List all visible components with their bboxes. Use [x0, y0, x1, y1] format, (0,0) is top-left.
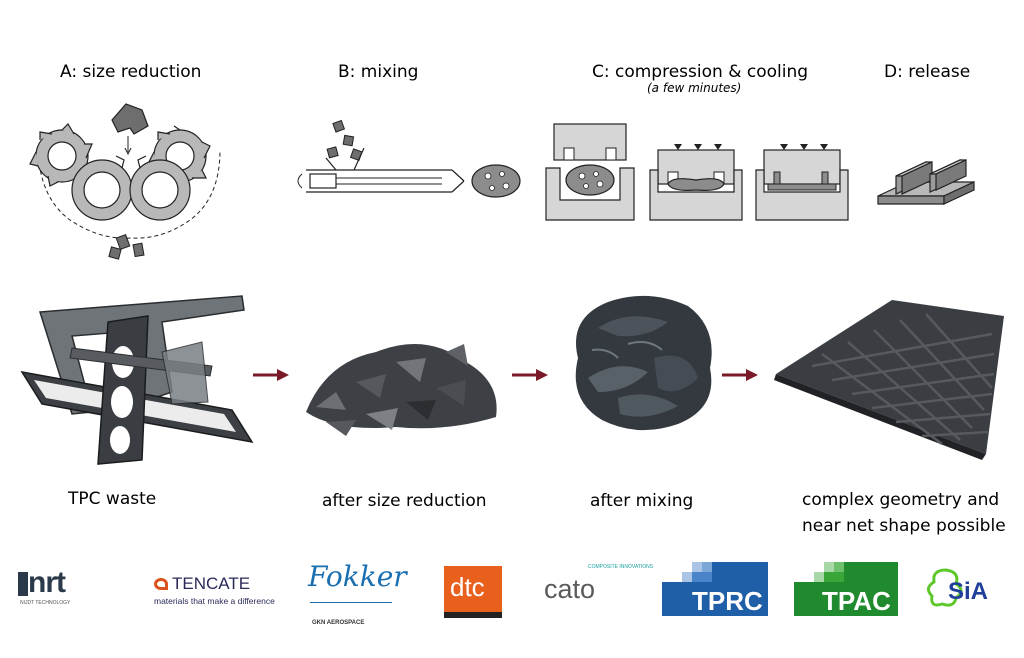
- caption-complex-geometry: complex geometry and: [802, 490, 1000, 510]
- caption-after-mixing: after mixing: [590, 491, 694, 511]
- size-reduction-diagram: [29, 103, 221, 260]
- release-part-diagram: [877, 159, 975, 205]
- sia-logo-text: SiA: [948, 578, 989, 605]
- tprc-logo: TPRC: [662, 562, 768, 616]
- arrow-right-icon: [722, 369, 758, 381]
- dtc-logo-text: dtc: [450, 572, 485, 602]
- cato-logo-text: cato: [544, 574, 596, 604]
- tpac-logo: TPAC: [794, 562, 898, 616]
- step-c-note: (a few minutes): [647, 81, 742, 95]
- tencate-tagline: materials that make a difference: [154, 596, 275, 606]
- cato-logo-subtext: COMPOSITE INNOVATIONS: [588, 564, 654, 570]
- tencate-logo: TENCATE materials that make a difference: [154, 574, 275, 608]
- compression-diagram: [545, 123, 849, 221]
- tencate-logo-text: TENCATE: [172, 574, 251, 593]
- arrow-right-icon: [253, 369, 289, 381]
- mixed-material-photo: [575, 295, 712, 431]
- nrt-logo-text: nrt: [28, 566, 66, 599]
- mixing-diagram: [297, 119, 521, 198]
- fokker-logo-subtext: GKN AEROSPACE: [312, 620, 365, 626]
- finished-part-photo: [774, 300, 1004, 460]
- sia-logo: SiA: [926, 566, 1010, 614]
- sia-splash-icon: [927, 568, 963, 607]
- step-a-label: A: size reduction: [60, 62, 202, 82]
- caption-after-size-reduction: after size reduction: [322, 491, 487, 511]
- fokker-logo: Fokker GKN AEROSPACE: [306, 560, 407, 632]
- caption-near-net-shape: near net shape possible: [802, 516, 1006, 536]
- caption-tpc-waste: TPC waste: [68, 489, 157, 509]
- dtc-logo: dtc: [444, 566, 502, 618]
- cato-logo: cato COMPOSITE INNOVATIONS: [544, 562, 653, 608]
- nrt-logo-subtext: NIJDT TECHNOLOGY: [20, 600, 71, 606]
- arrow-right-icon: [512, 369, 548, 381]
- step-b-label: B: mixing: [338, 62, 419, 82]
- step-d-label: D: release: [884, 62, 971, 82]
- step-c-label: C: compression & cooling: [592, 62, 809, 82]
- tpac-logo-text: TPAC: [822, 586, 891, 616]
- tpc-waste-photo: [20, 295, 254, 465]
- tprc-logo-text: TPRC: [692, 586, 763, 616]
- shredded-material-photo: [306, 344, 497, 436]
- nrt-logo: nrt NIJDT TECHNOLOGY: [18, 566, 108, 606]
- tencate-mark-icon: [154, 578, 168, 590]
- fokker-logo-text: Fokker: [308, 560, 407, 593]
